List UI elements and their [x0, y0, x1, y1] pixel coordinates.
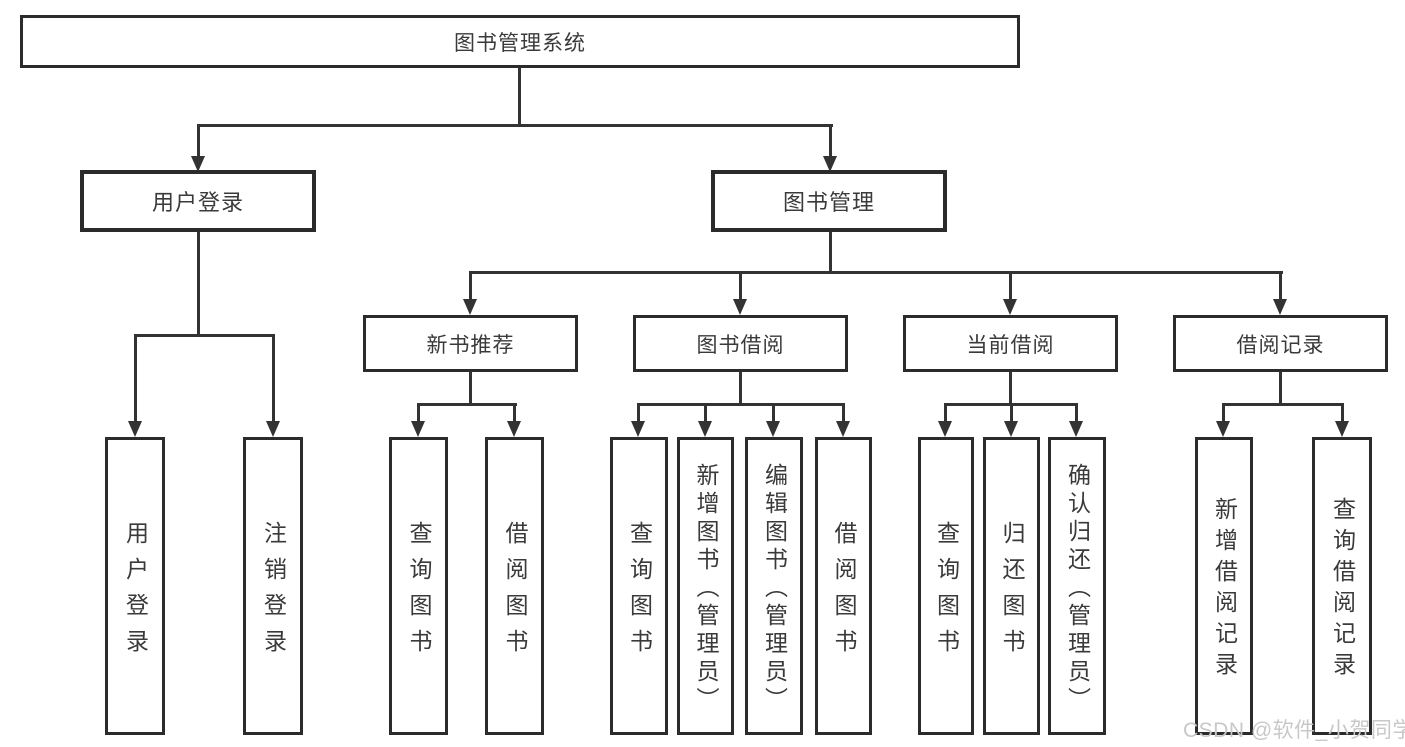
connector-line	[1009, 271, 1012, 301]
leaf-label: 新增图书（管理员）	[693, 462, 719, 715]
leaf-label: 查询图书	[626, 520, 653, 665]
node-new-book-recommend: 新书推荐	[363, 315, 578, 372]
arrow-down-icon	[1273, 299, 1287, 315]
connector-line	[829, 232, 832, 274]
leaf-label: 确认归还（管理员）	[1064, 462, 1091, 715]
leaf-add-books-admin: 新增图书（管理员）	[677, 437, 734, 735]
node-borrow-record: 借阅记录	[1173, 315, 1388, 372]
connector-line	[513, 403, 516, 423]
connector-line	[842, 403, 845, 423]
node-label: 新书推荐	[426, 333, 515, 357]
node-user-login: 用户登录	[80, 170, 316, 232]
arrow-down-icon	[411, 421, 425, 437]
node-book-borrow: 图书借阅	[633, 315, 848, 372]
connector-line	[272, 334, 275, 422]
leaf-query-books-current: 查询图书	[918, 437, 974, 735]
leaf-logout-login: 注销登录	[243, 437, 303, 735]
node-label: 借阅记录	[1236, 333, 1325, 357]
leaf-label: 借阅图书	[502, 520, 528, 665]
connector-line	[1222, 403, 1344, 406]
arrow-down-icon	[698, 421, 712, 437]
arrow-down-icon	[463, 299, 477, 315]
arrow-down-icon	[1003, 299, 1017, 315]
connector-line	[637, 403, 845, 406]
leaf-label: 查询图书	[406, 520, 432, 665]
csdn-watermark: CSDN @软件_小贺同学	[1183, 719, 1405, 742]
arrow-down-icon	[766, 421, 780, 437]
connector-line	[197, 124, 833, 127]
arrow-down-icon	[823, 156, 837, 172]
node-label: 图书管理	[782, 190, 875, 215]
node-current-borrow: 当前借阅	[903, 315, 1118, 372]
arrow-down-icon	[1069, 421, 1083, 437]
arrow-down-icon	[128, 421, 142, 437]
arrow-down-icon	[938, 421, 952, 437]
leaf-edit-books-admin: 编辑图书（管理员）	[745, 437, 803, 735]
leaf-label: 编辑图书（管理员）	[761, 462, 788, 715]
connector-line	[1010, 403, 1013, 423]
connector-line	[739, 271, 742, 301]
connector-line	[772, 403, 775, 423]
connector-line	[469, 271, 1283, 274]
leaf-label: 查询图书	[933, 520, 960, 665]
node-label: 用户登录	[151, 190, 244, 215]
leaf-add-borrow-record: 新增借阅记录	[1195, 437, 1253, 735]
arrow-down-icon	[836, 421, 850, 437]
connector-line	[739, 372, 742, 406]
connector-line	[1075, 403, 1078, 423]
connector-line	[1341, 403, 1344, 423]
leaf-borrow-books-recommend: 借阅图书	[485, 437, 544, 735]
leaf-label: 借阅图书	[831, 520, 857, 665]
connector-line	[417, 403, 420, 423]
connector-line	[1279, 372, 1282, 406]
leaf-label: 归还图书	[999, 520, 1025, 665]
connector-line	[134, 334, 275, 337]
node-library-management-system: 图书管理系统	[20, 15, 1020, 68]
connector-line	[1009, 372, 1012, 406]
arrow-down-icon	[631, 421, 645, 437]
node-label: 图书借阅	[696, 333, 785, 357]
connector-line	[637, 403, 640, 423]
connector-line	[944, 403, 947, 423]
arrow-down-icon	[266, 421, 280, 437]
leaf-return-books: 归还图书	[983, 437, 1040, 735]
arrow-down-icon	[1216, 421, 1230, 437]
connector-line	[197, 124, 200, 158]
leaf-borrow-books: 借阅图书	[815, 437, 872, 735]
connector-line	[829, 124, 832, 158]
leaf-label: 查询借阅记录	[1329, 497, 1356, 683]
connector-line	[134, 334, 137, 422]
leaf-query-borrow-record: 查询借阅记录	[1312, 437, 1372, 735]
arrow-down-icon	[1335, 421, 1349, 437]
connector-line	[197, 232, 200, 337]
leaf-user-login: 用户登录	[105, 437, 165, 735]
leaf-confirm-return-admin: 确认归还（管理员）	[1048, 437, 1106, 735]
leaf-query-books-borrow: 查询图书	[610, 437, 668, 735]
connector-line	[469, 271, 472, 301]
leaf-label: 用户登录	[122, 520, 149, 665]
leaf-query-books-recommend: 查询图书	[389, 437, 448, 735]
node-label: 当前借阅	[966, 333, 1055, 357]
arrow-down-icon	[733, 299, 747, 315]
arrow-down-icon	[191, 156, 205, 172]
node-book-management: 图书管理	[711, 170, 947, 232]
connector-line	[417, 403, 517, 406]
leaf-label: 新增借阅记录	[1211, 497, 1238, 683]
leaf-label: 注销登录	[260, 520, 287, 665]
connector-line	[704, 403, 707, 423]
arrow-down-icon	[507, 421, 521, 437]
arrow-down-icon	[1004, 421, 1018, 437]
connector-line	[1279, 271, 1282, 301]
node-label: 图书管理系统	[454, 31, 586, 55]
connector-line	[469, 372, 472, 406]
connector-line	[1222, 403, 1225, 423]
connector-line	[518, 68, 521, 127]
